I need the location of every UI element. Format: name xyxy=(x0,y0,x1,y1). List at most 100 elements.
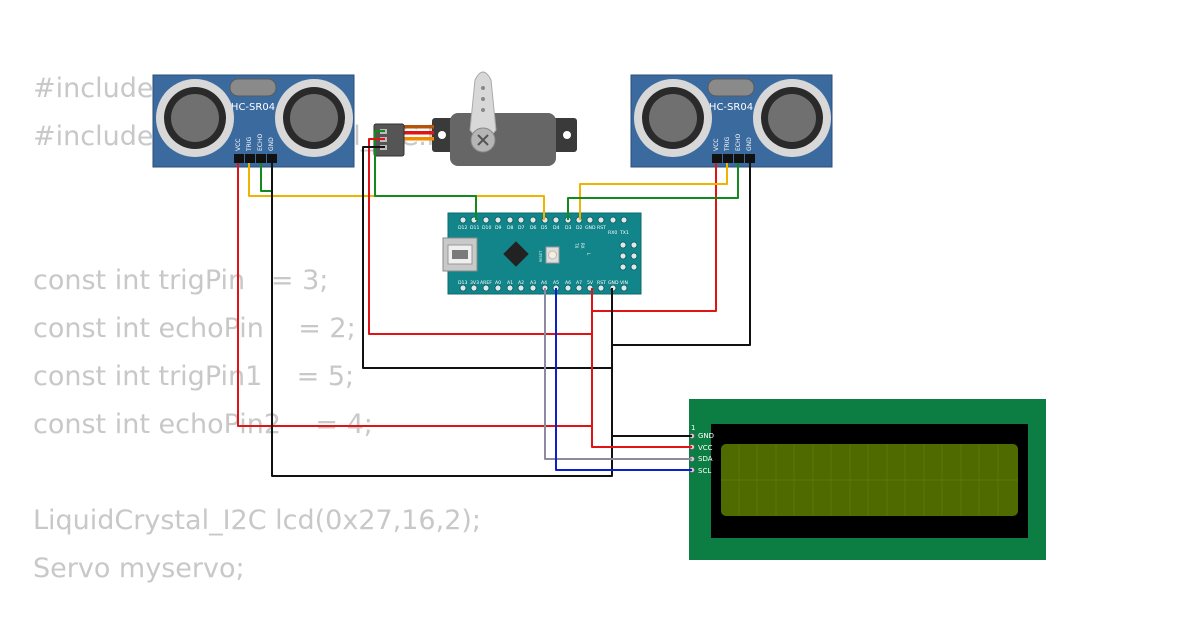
led-label: RX xyxy=(580,243,585,249)
servo-body xyxy=(450,113,556,166)
sensor-model-label: HC-SR04 xyxy=(709,102,753,113)
pin-label-bottom: A6 xyxy=(565,280,571,286)
wires xyxy=(237,130,751,477)
pin-label: TRIG xyxy=(246,136,253,152)
icsp-header xyxy=(619,241,638,271)
sensor-model-label: HC-SR04 xyxy=(231,102,275,113)
pin-label-bottom: A2 xyxy=(518,280,524,286)
wire-lcd-sda[interactable] xyxy=(544,288,692,460)
lcd-pin-label: SCL xyxy=(698,467,711,475)
arduino-nano[interactable]: D12 D11 D10 D9 D8 D7 D6 D5 D4 D3 D2 GND … xyxy=(442,212,642,295)
transducer-mesh xyxy=(290,94,338,142)
pin-label-top: D9 xyxy=(495,225,502,231)
microcontroller-chip xyxy=(503,241,529,267)
servo-wire-orange xyxy=(404,137,434,141)
wire-lcd-vcc[interactable] xyxy=(591,288,692,448)
pin-label-bottom: A0 xyxy=(495,280,501,286)
ultrasonic-sensor-right[interactable]: HC-SR04 VCC TRIG ECHO GND xyxy=(630,74,833,168)
pin-label-bottom: A3 xyxy=(530,280,536,286)
header-pin xyxy=(745,154,755,163)
header-pin xyxy=(712,154,722,163)
crystal xyxy=(229,78,277,97)
wire-s1-echo[interactable] xyxy=(260,163,272,192)
lcd-pin-label: GND xyxy=(698,432,714,440)
pin-label-top: D4 xyxy=(553,225,560,231)
horn-hole xyxy=(481,108,485,112)
led-label: TX xyxy=(574,242,579,248)
pin-label: GND xyxy=(268,137,275,151)
ultrasonic-sensor-left[interactable]: HC-SR04 VCC TRIG ECHO GND xyxy=(152,74,355,168)
pin-label-top: GND xyxy=(585,225,596,231)
pin-label-top: D6 xyxy=(530,225,537,231)
wire-lcd-gnd[interactable] xyxy=(611,288,692,437)
servo-motor[interactable] xyxy=(373,71,577,166)
lcd-character-grid xyxy=(721,444,1018,516)
wire-s2-trig[interactable] xyxy=(579,163,728,220)
header-pin xyxy=(723,154,733,163)
wire-s2-vcc[interactable] xyxy=(592,163,717,312)
shaft-screw-icon xyxy=(477,134,489,146)
nano-pcb xyxy=(447,212,642,295)
horn-hole xyxy=(481,86,485,90)
wire-s2-gnd[interactable] xyxy=(612,163,751,346)
pin-label-bottom: A5 xyxy=(553,280,559,286)
pin-label-top: TX1 xyxy=(619,230,629,236)
wire-servo-signal[interactable] xyxy=(374,130,477,220)
pin-label-top: D11 xyxy=(470,225,479,231)
pin-label-bottom: A7 xyxy=(576,280,582,286)
lcd-pin-label: VCC xyxy=(698,444,713,452)
crystal xyxy=(707,78,755,97)
pin-label-bottom: A1 xyxy=(507,280,513,286)
wire-servo-ground[interactable] xyxy=(362,146,612,369)
header-pin xyxy=(734,154,744,163)
header-pin xyxy=(234,154,244,163)
lcd-display[interactable]: 1 GND VCC SDA SCL xyxy=(689,399,1046,560)
lcd-pin-label: SDA xyxy=(698,455,713,463)
wire-s2-echo[interactable] xyxy=(567,163,739,220)
pin-label-top: D7 xyxy=(518,225,525,231)
code-line: Servo myservo; xyxy=(33,553,245,584)
code-line: const int echoPin2 = 4; xyxy=(33,409,373,440)
pin-label: GND xyxy=(746,137,753,151)
reset-label: RESET xyxy=(539,250,543,262)
wire-s1-trig[interactable] xyxy=(248,163,545,220)
pin-label-top: D10 xyxy=(482,225,491,231)
transducer-mesh xyxy=(649,94,697,142)
transducer-mesh xyxy=(171,94,219,142)
usb-socket xyxy=(452,250,468,259)
lcd-pin-number: 1 xyxy=(691,424,695,432)
pin-label-top: D8 xyxy=(507,225,514,231)
pin-label-bottom: A4 xyxy=(541,280,547,286)
pin-label-top: D12 xyxy=(458,225,467,231)
pin-label: VCC xyxy=(235,139,242,151)
pin-label-bottom: 5V xyxy=(587,280,594,286)
servo-wire-red xyxy=(404,131,434,135)
led-label: L xyxy=(586,253,591,256)
pin-label-top: RST xyxy=(597,225,606,231)
pin-label: ECHO xyxy=(735,134,742,151)
pin-label-top: D2 xyxy=(576,225,583,231)
code-line: const int trigPin = 3; xyxy=(33,265,329,296)
mount-hole xyxy=(563,131,571,139)
pin-label-bottom: D13 xyxy=(458,280,467,286)
pin-label-top: D3 xyxy=(565,225,572,231)
code-line: const int trigPin1 = 5; xyxy=(33,361,355,392)
transducer-mesh xyxy=(768,94,816,142)
pin-label-top: D5 xyxy=(541,225,548,231)
wire-servo-power[interactable] xyxy=(368,138,592,335)
wire-lcd-scl[interactable] xyxy=(555,288,692,471)
pin-label: TRIG xyxy=(724,136,731,152)
code-line: LiquidCrystal_I2C lcd(0x27,16,2); xyxy=(33,505,482,536)
reset-button-cap[interactable] xyxy=(548,250,557,260)
pin-label-bottom: AREF xyxy=(480,280,492,286)
servo-wire-brown xyxy=(404,125,434,129)
header-pin xyxy=(245,154,255,163)
pin-label: ECHO xyxy=(257,134,264,151)
pin-label-bottom: 3V3 xyxy=(470,280,479,286)
pin-label-bottom: VIN xyxy=(620,280,628,286)
wire-s1-gnd[interactable] xyxy=(271,163,613,477)
header-pin xyxy=(256,154,266,163)
mount-hole xyxy=(438,131,446,139)
code-line: const int echoPin = 2; xyxy=(33,313,356,344)
